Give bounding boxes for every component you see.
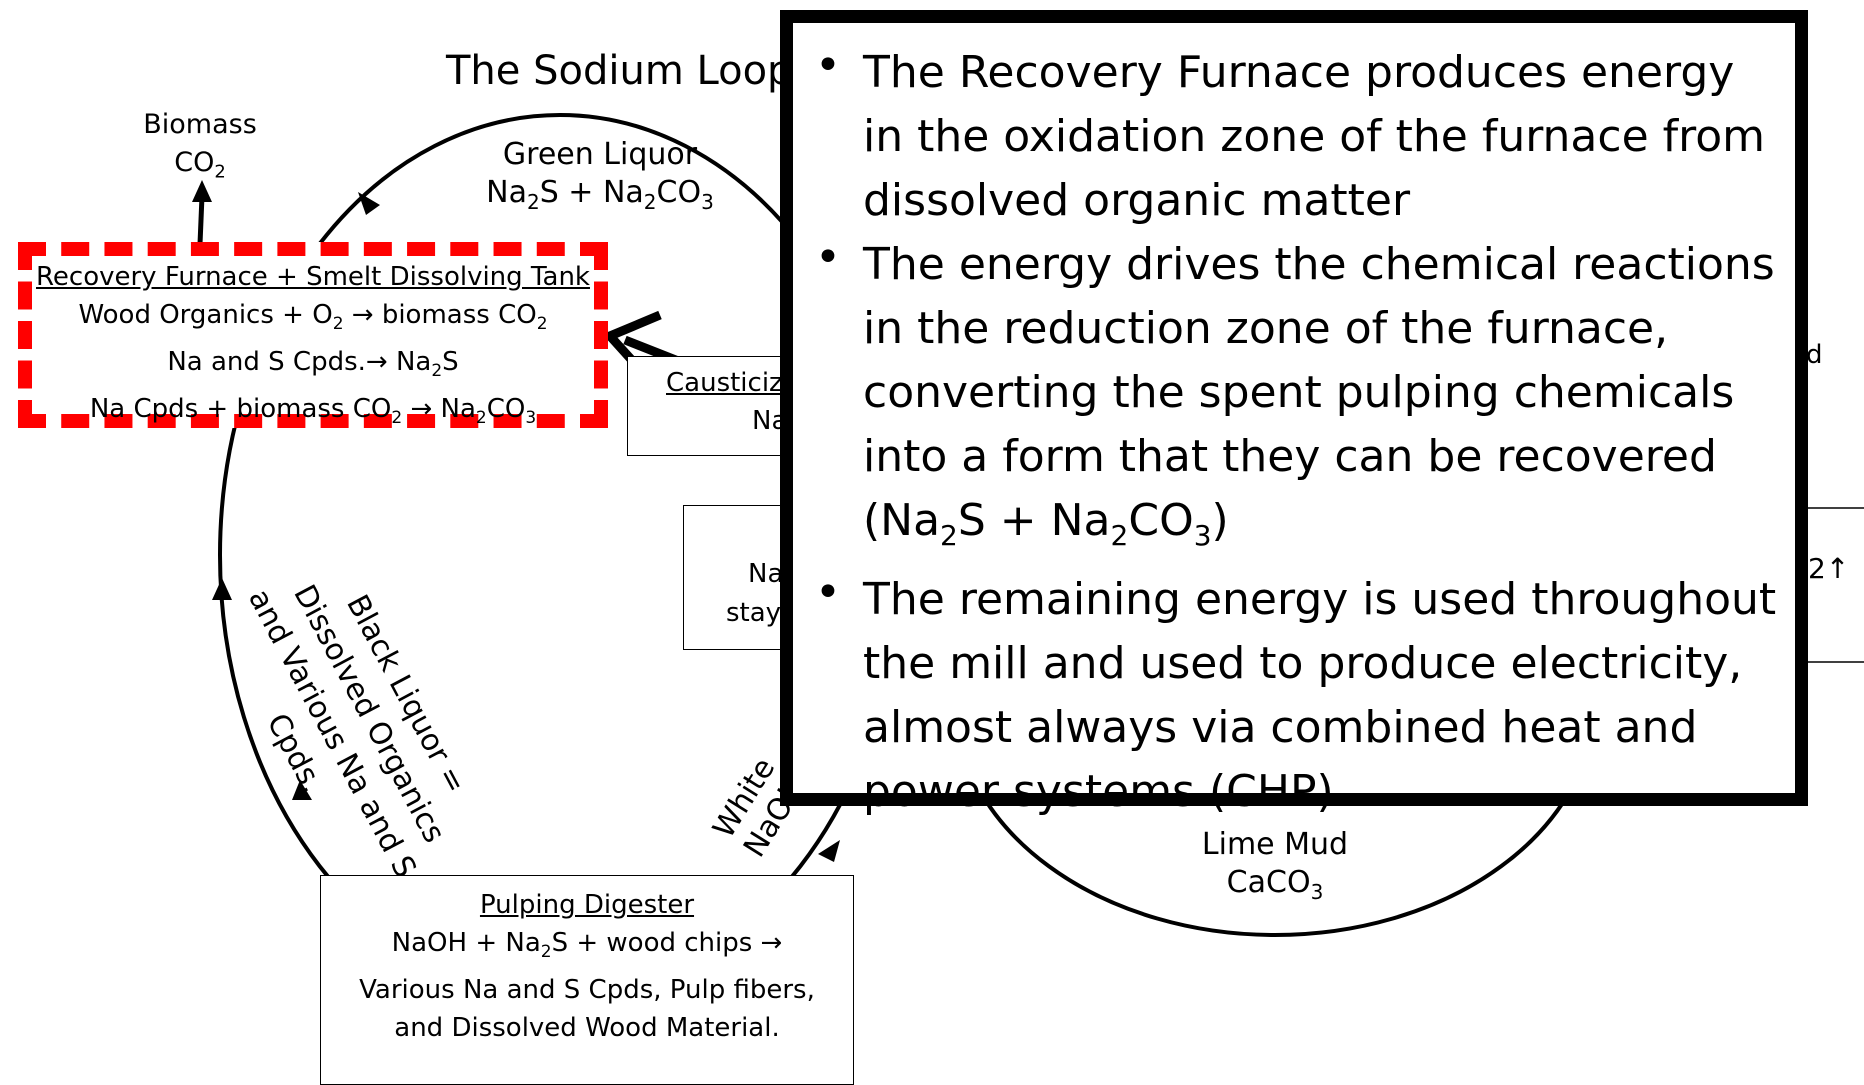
recovery-line-3: Na Cpds + biomass CO2 → Na2CO3	[89, 394, 537, 429]
green-liquor-label: Green Liquor Na2S + Na2CO3	[486, 137, 714, 214]
loop-arrowhead	[358, 192, 380, 215]
bullet-panel: • The Recovery Furnace produces energy i…	[780, 10, 1808, 817]
pulping-digester-heading: Pulping Digester	[479, 890, 695, 920]
bullet-dot: •	[815, 40, 841, 91]
right-partial-co2: 2↑	[1808, 552, 1850, 585]
bullet-item-1: • The Recovery Furnace produces energy i…	[793, 41, 1779, 233]
diagram-title: The Sodium Loop	[446, 48, 793, 94]
bullet-dot: •	[815, 566, 841, 618]
right-partial-d: d	[1806, 340, 1823, 370]
bullet-text-2: The energy drives the chemical reactions…	[863, 239, 1775, 552]
loop-arrowhead	[212, 578, 232, 600]
pulping-line-2: Various Na and S Cpds, Pulp fibers,	[359, 975, 815, 1006]
lime-mud-label: Lime Mud CaCO3	[1201, 827, 1349, 904]
loop-arrowhead	[818, 840, 840, 862]
biomass-label: Biomass CO2	[143, 109, 257, 183]
bullet-dot: •	[815, 232, 841, 283]
causticizer-partial-label: Causticiz	[666, 368, 783, 398]
biomass-arrow	[197, 195, 205, 245]
recovery-line-2: Na and S Cpds.→ Na2S	[167, 347, 459, 382]
recovery-furnace-box	[18, 242, 608, 428]
middle-partial-stay: stay	[726, 598, 782, 628]
recovery-furnace-heading: Recovery Furnace + Smelt Dissolving Tank	[36, 262, 590, 292]
pulping-digester-text: Pulping Digester NaOH + Na2S + wood chip…	[330, 886, 844, 1047]
loop-arrowhead	[292, 780, 312, 800]
bullet-item-2: • The energy drives the chemical reactio…	[793, 233, 1779, 568]
pulping-line-3: and Dissolved Wood Material.	[394, 1013, 780, 1044]
bullet-item-3: • The remaining energy is used throughou…	[793, 566, 1779, 824]
bullet-text-3: The remaining energy is used throughout …	[863, 573, 1777, 817]
recovery-furnace-text: Recovery Furnace + Smelt Dissolving Tank…	[30, 258, 596, 438]
bullet-text-1: The Recovery Furnace produces energy in …	[863, 47, 1766, 226]
middle-partial-na: Na	[748, 559, 784, 589]
recovery-line-1: Wood Organics + O2 → biomass CO2	[78, 300, 548, 335]
biomass-arrowhead	[192, 180, 212, 202]
pulping-line-1: NaOH + Na2S + wood chips →	[391, 928, 783, 963]
